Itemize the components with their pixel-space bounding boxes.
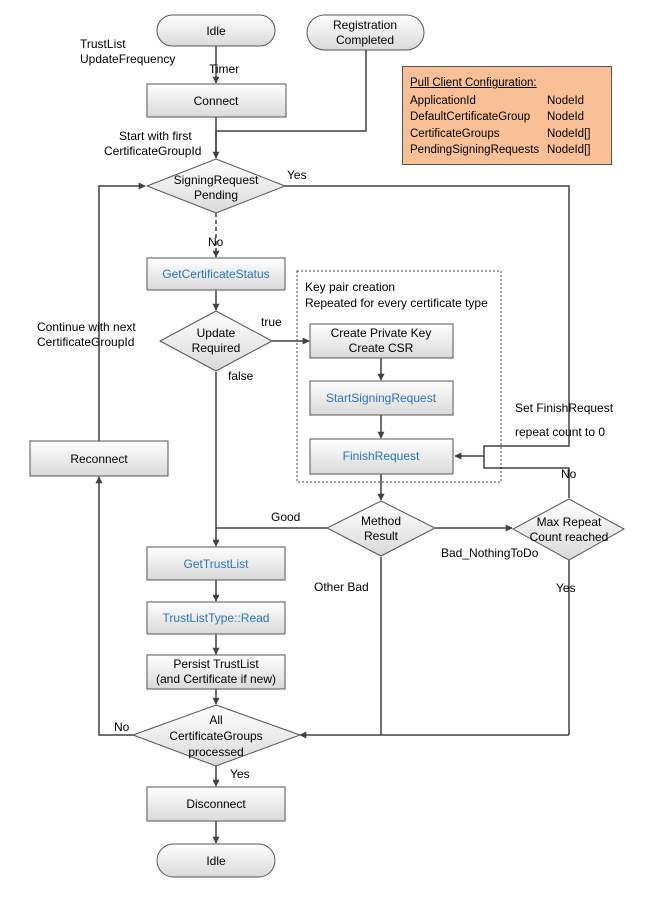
config-title: Pull Client Configuration:: [410, 77, 537, 89]
getcertificatestatus-box: [146, 257, 286, 291]
keypair-group-title-2: Repeated for every certificate type: [305, 296, 488, 310]
continue-next-label-2: CertificateGroupId: [37, 335, 134, 349]
getcertificatestatus-label: GetCertificateStatus: [162, 267, 269, 281]
persist-label-2: (and Certificate if new): [156, 672, 276, 686]
all-groups-label-2: CertificateGroups: [169, 729, 262, 743]
no-pending-label: No: [208, 235, 224, 249]
config-row: PendingSigningRequests NodeId[]: [410, 142, 605, 159]
start-first-label-2: CertificateGroupId: [104, 144, 201, 158]
config-row-name: PendingSigningRequests: [410, 144, 540, 156]
startsigning-label: StartSigningRequest: [326, 391, 437, 405]
no-max-label: No: [561, 467, 577, 481]
config-row: CertificateGroups NodeId[]: [410, 126, 605, 143]
config-row-name: DefaultCertificateGroup: [410, 111, 531, 123]
trustlist-frequency-label-2: UpdateFrequency: [80, 52, 175, 66]
update-required-diamond: [158, 310, 274, 372]
timer-label: Timer: [209, 62, 239, 76]
keypair-creation-group: [296, 270, 502, 483]
signing-pending-label-2: Pending: [194, 188, 238, 202]
reconnect-label: Reconnect: [70, 452, 128, 466]
idle-bottom-terminator: [156, 843, 276, 878]
good-label: Good: [271, 510, 300, 524]
update-required-label-2: Required: [192, 341, 241, 355]
config-row: DefaultCertificateGroup NodeId: [410, 109, 605, 126]
other-bad-label: Other Bad: [314, 580, 369, 594]
yes-max-label: Yes: [556, 581, 576, 595]
keypair-group-title-1: Key pair creation: [305, 280, 395, 294]
config-row-name: ApplicationId: [410, 94, 476, 107]
trustlistread-box: [146, 601, 286, 635]
finishrequest-label: FinishRequest: [343, 449, 420, 463]
registration-label-2: Completed: [336, 33, 394, 47]
start-first-label-1: Start with first: [119, 129, 192, 143]
update-required-label-1: Update: [197, 326, 236, 340]
shapes: [29, 14, 626, 878]
disconnect-box: [146, 786, 286, 822]
pull-client-configuration-box: Pull Client Configuration: ApplicationId…: [402, 66, 612, 165]
config-row-type: NodeId: [547, 111, 585, 123]
all-groups-diamond: [131, 704, 302, 767]
config-row-type: NodeId[]: [547, 144, 591, 156]
config-row-type: NodeId[]: [547, 127, 591, 140]
create-key-box: [309, 323, 454, 359]
bad-nothing-label: Bad_NothingToDo: [441, 546, 539, 560]
no-all-label: No: [114, 720, 130, 734]
config-row-type: NodeId: [547, 94, 585, 107]
idle-top-terminator: [156, 14, 276, 47]
all-groups-label-3: processed: [188, 745, 243, 759]
arrow-reconnect-to-pending: [98, 182, 146, 441]
idle-bottom-label: Idle: [206, 854, 226, 868]
idle-top-label: Idle: [206, 24, 226, 38]
persist-label-1: Persist TrustList: [173, 657, 259, 671]
signing-pending-diamond: [145, 158, 287, 214]
finishrequest-box: [309, 438, 454, 475]
yes-all-label: Yes: [230, 767, 250, 781]
startsigning-box: [309, 380, 454, 416]
gettrustlist-box: [146, 546, 286, 581]
false-label: false: [228, 369, 254, 383]
persist-box: [146, 654, 286, 690]
signing-pending-label-1: SigningRequest: [174, 173, 259, 187]
create-key-label-1: Create Private Key: [331, 326, 432, 340]
config-row-name: CertificateGroups: [410, 127, 500, 140]
yes-pending-label: Yes: [287, 168, 307, 182]
true-label: true: [261, 315, 282, 329]
method-result-diamond: [325, 500, 437, 557]
max-repeat-label-2: Count reached: [530, 530, 609, 544]
all-groups-label-1: All: [209, 713, 222, 727]
gettrustlist-label: GetTrustList: [184, 557, 250, 571]
arrow-max-no-to-finish: [454, 452, 570, 498]
max-repeat-diamond: [511, 498, 626, 561]
connect-label: Connect: [194, 94, 239, 108]
reconnect-box: [29, 440, 169, 477]
method-result-label-2: Result: [364, 529, 399, 543]
registration-label-1: Registration: [333, 18, 397, 32]
continue-next-label-1: Continue with next: [37, 320, 136, 334]
method-result-label-1: Method: [361, 514, 401, 528]
create-key-label-2: Create CSR: [349, 341, 414, 355]
registration-terminator: [306, 14, 425, 51]
connect-box: [146, 83, 287, 118]
disconnect-label: Disconnect: [186, 797, 246, 811]
set-finish-label-2: repeat count to 0: [515, 425, 605, 439]
connectors: [95, 45, 570, 844]
arrow-pending-yes-to-finish: [285, 185, 570, 456]
set-finish-label-1: Set FinishRequest: [515, 401, 614, 415]
config-row: ApplicationId NodeId: [410, 93, 605, 110]
arrow-all-no-to-reconnect: [95, 476, 135, 736]
trustlist-frequency-label-1: TrustList: [80, 37, 126, 51]
trustlistread-label: TrustListType::Read: [163, 611, 270, 625]
max-repeat-label-1: Max Repeat: [537, 515, 602, 529]
